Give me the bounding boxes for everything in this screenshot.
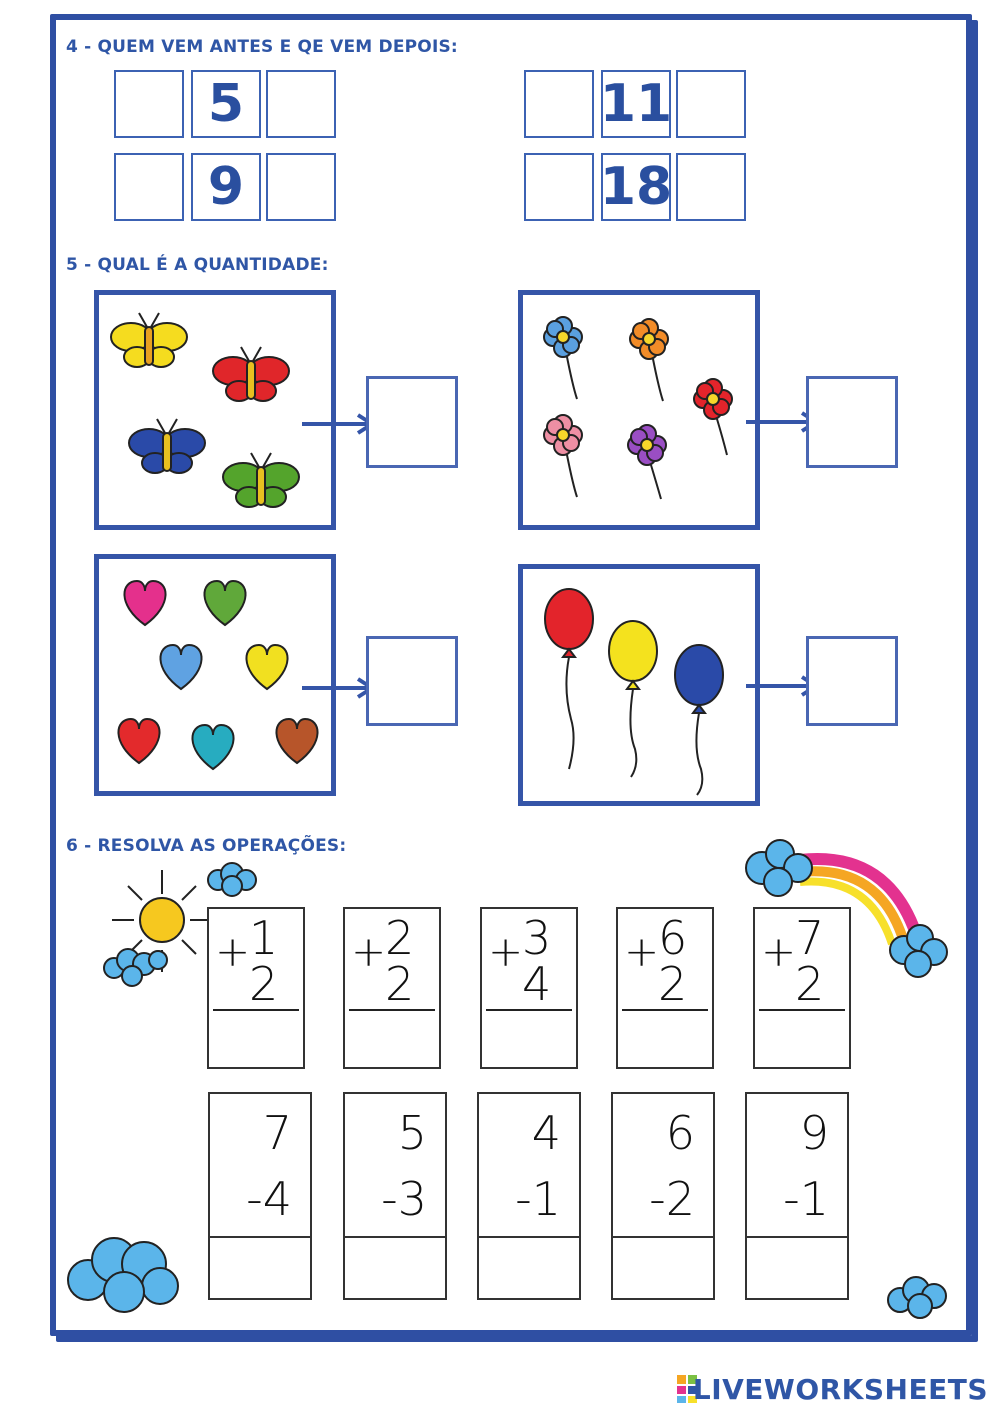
arrow-right-icon: [302, 677, 376, 699]
answer-before-11[interactable]: [524, 70, 594, 138]
addition-answer-2[interactable]: [347, 1013, 437, 1065]
subtraction-answer-4[interactable]: [613, 1236, 713, 1298]
worksheet-frame: [50, 14, 972, 1336]
butterflies-count-input[interactable]: [366, 376, 458, 468]
answer-before-9[interactable]: [114, 153, 184, 221]
subtraction-card-3: 4 -1: [477, 1092, 581, 1300]
flowers-panel: [518, 290, 760, 530]
addition-card-2: + 2 2: [343, 907, 441, 1069]
hearts-illustration: [117, 580, 319, 770]
subtraction-card-2: 5 -3: [343, 1092, 447, 1300]
balloons-panel: [518, 564, 760, 806]
answer-before-18[interactable]: [524, 153, 594, 221]
addition-card-3: + 3 4: [480, 907, 578, 1069]
section-5-title: 5 - QUAL É A QUANTIDADE:: [66, 255, 329, 275]
answer-after-11[interactable]: [676, 70, 746, 138]
subtraction-answer-5[interactable]: [747, 1236, 847, 1298]
balloons-illustration: [544, 588, 724, 796]
answer-after-18[interactable]: [676, 153, 746, 221]
flowers-illustration: [543, 316, 733, 500]
cloud-decoration: [67, 1237, 179, 1313]
number-11: 11: [600, 70, 672, 138]
subtraction-card-5: 9 -1: [745, 1092, 849, 1300]
answer-before-5[interactable]: [114, 70, 184, 138]
addition-answer-1[interactable]: [211, 1013, 301, 1065]
rainbow-decoration: [745, 839, 948, 978]
arrow-right-icon: [302, 413, 376, 435]
flowers-count-input[interactable]: [806, 376, 898, 468]
subtraction-card-4: 6 -2: [611, 1092, 715, 1300]
subtraction-card-1: 7 -4: [208, 1092, 312, 1300]
liveworksheets-brand[interactable]: LIVEWORKSHEETS: [692, 1373, 988, 1406]
addition-answer-4[interactable]: [620, 1013, 710, 1065]
addition-card-1: + 1 2: [207, 907, 305, 1069]
subtraction-answer-1[interactable]: [210, 1236, 310, 1298]
subtraction-answer-3[interactable]: [479, 1236, 579, 1298]
hearts-panel: [94, 554, 336, 796]
section-6-title: 6 - RESOLVA AS OPERAÇÕES:: [66, 836, 347, 856]
addition-answer-3[interactable]: [484, 1013, 574, 1065]
sun-and-clouds-decoration: [103, 862, 257, 987]
addition-card-5: + 7 2: [753, 907, 851, 1069]
butterflies-panel: [94, 290, 336, 530]
number-9: 9: [191, 153, 261, 221]
cloud-decoration: [887, 1276, 947, 1319]
answer-after-5[interactable]: [266, 70, 336, 138]
section-4-title: 4 - QUEM VEM ANTES E QE VEM DEPOIS:: [66, 37, 458, 57]
hearts-count-input[interactable]: [366, 636, 458, 726]
addition-card-4: + 6 2: [616, 907, 714, 1069]
addition-answer-5[interactable]: [757, 1013, 847, 1065]
balloons-count-input[interactable]: [806, 636, 898, 726]
butterflies-illustration: [110, 312, 300, 508]
number-5: 5: [191, 70, 261, 138]
number-18: 18: [600, 153, 672, 221]
liveworksheets-logo-icon: [677, 1375, 697, 1403]
answer-after-9[interactable]: [266, 153, 336, 221]
subtraction-answer-2[interactable]: [345, 1236, 445, 1298]
